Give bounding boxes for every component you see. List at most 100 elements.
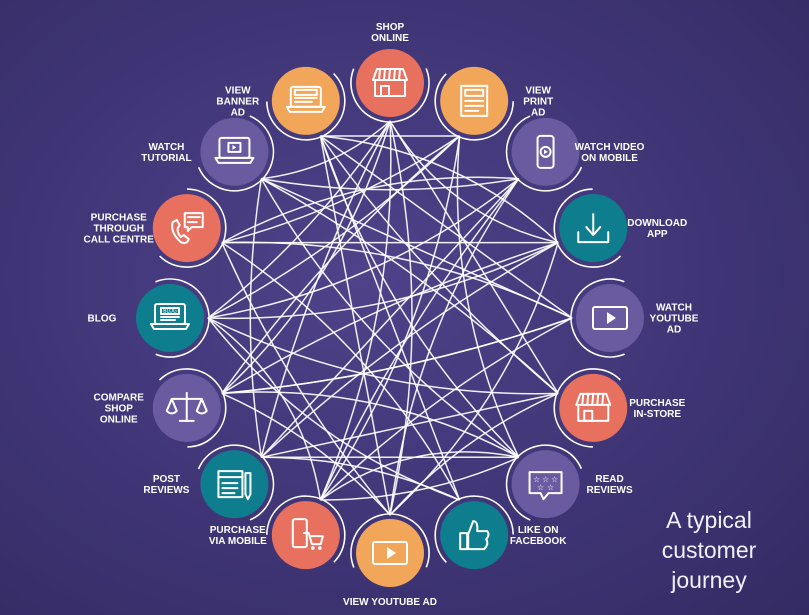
touchpoint-label-line: APP bbox=[647, 229, 668, 240]
touchpoint-label-line: READ bbox=[595, 474, 623, 485]
connection-line bbox=[207, 317, 559, 395]
mobile-video-icon bbox=[536, 134, 555, 169]
svg-text:☆: ☆ bbox=[542, 475, 549, 484]
svg-text:☆: ☆ bbox=[551, 475, 558, 484]
connection-line bbox=[207, 241, 559, 320]
touchpoint-label-line: WATCH VIDEO bbox=[575, 142, 645, 153]
connection-line bbox=[456, 135, 520, 458]
touchpoint-ring bbox=[146, 188, 227, 268]
touchpoint-ring bbox=[146, 368, 227, 448]
connection-line bbox=[261, 392, 559, 459]
touchpoint-label-line: LIKE ON bbox=[518, 525, 559, 536]
connection-line bbox=[389, 178, 520, 516]
mobile-cart-icon bbox=[291, 518, 324, 550]
svg-text:BLOG: BLOG bbox=[163, 309, 177, 315]
connection-line bbox=[389, 120, 559, 244]
connection-line bbox=[319, 317, 573, 501]
touchpoint-label-line: WATCH bbox=[148, 142, 184, 153]
touchpoint-ring bbox=[266, 61, 346, 141]
touchpoint-label-line: VIEW bbox=[225, 85, 251, 96]
connection-line bbox=[221, 392, 391, 516]
store-icon bbox=[575, 392, 612, 422]
connection-line bbox=[319, 120, 392, 501]
touchpoint-ring bbox=[266, 495, 346, 575]
touchpoint-circle bbox=[511, 450, 580, 519]
touchpoint-label-line: TUTORIAL bbox=[141, 153, 191, 164]
touchpoint-label-line: SHOP bbox=[105, 403, 134, 414]
touchpoint-ring bbox=[505, 444, 586, 524]
touchpoint-ring bbox=[194, 112, 275, 192]
touchpoint-label-line: DOWNLOAD bbox=[627, 218, 687, 229]
touchpoint-label-line: REVIEWS bbox=[143, 485, 189, 496]
connection-line bbox=[389, 392, 559, 516]
connection-line bbox=[207, 317, 460, 501]
storefront-icon bbox=[372, 68, 408, 97]
touchpoint-label-line: YOUTUBE bbox=[650, 314, 699, 325]
connection-line bbox=[320, 456, 520, 501]
touchpoint-label-line: ONLINE bbox=[371, 33, 409, 44]
touchpoint-label-line: REVIEWS bbox=[587, 485, 633, 496]
connection-line bbox=[260, 120, 391, 458]
touchpoint-label-line: BANNER bbox=[216, 96, 260, 107]
touchpoint-ring bbox=[194, 444, 275, 524]
laptop-video-icon bbox=[214, 136, 255, 164]
connection-line bbox=[389, 120, 559, 394]
caption-line-2: customer bbox=[661, 537, 757, 563]
touchpoint-label-line: PRINT bbox=[523, 96, 553, 107]
laptop-blog-icon: BLOG bbox=[150, 303, 190, 330]
video-play-icon bbox=[372, 541, 408, 565]
touchpoint-label-line: COMPARE bbox=[94, 392, 145, 403]
touchpoint-ring bbox=[350, 513, 430, 593]
connection-line bbox=[221, 241, 461, 501]
touchpoint-label-line: AD bbox=[667, 325, 681, 336]
connection-line bbox=[221, 241, 573, 319]
touchpoint-label-line: ON MOBILE bbox=[581, 153, 638, 164]
connection-line bbox=[221, 120, 391, 394]
journey-connections bbox=[207, 120, 573, 516]
touchpoint-ring bbox=[434, 495, 514, 575]
touchpoint-view-youtube-ad: VIEW YOUTUBE AD bbox=[343, 513, 437, 608]
touchpoint-ring bbox=[553, 188, 634, 268]
touchpoint-blog: BLOG BLOG bbox=[88, 278, 210, 358]
connection-line bbox=[221, 317, 573, 395]
download-icon bbox=[577, 213, 610, 244]
touchpoint-ring bbox=[130, 278, 210, 358]
touchpoint-ring bbox=[553, 368, 634, 448]
star-rating-icon: ☆☆☆☆☆ bbox=[528, 471, 563, 501]
caption-line-1: A typical bbox=[666, 507, 752, 533]
touchpoint-label-line: SHOP bbox=[376, 22, 405, 33]
svg-text:☆: ☆ bbox=[533, 475, 540, 484]
touchpoint-label-line: VIA MOBILE bbox=[209, 536, 267, 547]
diagram-caption: A typical customer journey bbox=[649, 505, 769, 595]
touchpoint-label-line: ONLINE bbox=[100, 414, 138, 425]
touchpoint-label-line: VIEW YOUTUBE AD bbox=[343, 597, 437, 608]
connection-line bbox=[319, 135, 461, 501]
connection-line bbox=[207, 120, 391, 319]
connection-line bbox=[207, 135, 461, 319]
svg-text:☆: ☆ bbox=[537, 483, 544, 492]
connection-line bbox=[319, 135, 520, 458]
newspaper-icon bbox=[460, 84, 489, 117]
svg-text:☆: ☆ bbox=[547, 483, 554, 492]
touchpoint-label-line: BLOG bbox=[88, 314, 117, 325]
